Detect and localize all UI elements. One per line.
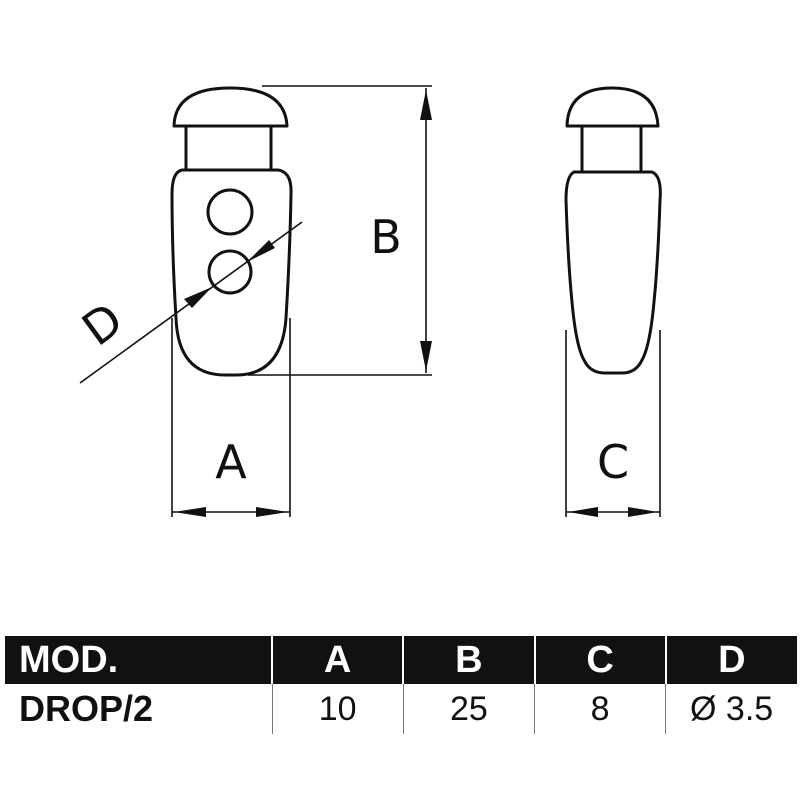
lower-hole (207, 249, 253, 295)
header-a: A (270, 636, 404, 684)
dimension-label-c: C (597, 435, 629, 489)
cell-a: 10 (271, 684, 404, 734)
cell-c: 8 (533, 684, 666, 734)
dimension-a: A (171, 318, 291, 517)
dimension-c: C (565, 330, 661, 517)
dimension-b: B (248, 85, 432, 376)
technical-drawing: B A C D (72, 85, 662, 517)
side-view (564, 86, 662, 375)
dimension-label-b: B (370, 210, 402, 264)
upper-hole (206, 188, 254, 236)
cell-model: DROP/2 (19, 688, 154, 729)
side-cap (565, 86, 660, 128)
header-d: D (664, 636, 797, 684)
header-c: C (533, 636, 666, 684)
dimension-label-a: A (215, 435, 247, 489)
header-mod: MOD. (5, 636, 272, 684)
side-body (564, 170, 662, 375)
cell-b: 25 (402, 684, 535, 734)
front-view (170, 86, 293, 377)
dimension-label-d: D (72, 292, 132, 357)
front-cap (172, 86, 289, 128)
front-body (170, 168, 293, 377)
header-b: B (402, 636, 535, 684)
table-header-row: MOD. A B C D (5, 636, 797, 684)
spec-table: MOD. A B C D DROP/2 10 25 8 Ø 3.5 (5, 636, 797, 734)
table-row: DROP/2 10 25 8 Ø 3.5 (5, 684, 797, 734)
cell-d: Ø 3.5 (665, 684, 797, 734)
